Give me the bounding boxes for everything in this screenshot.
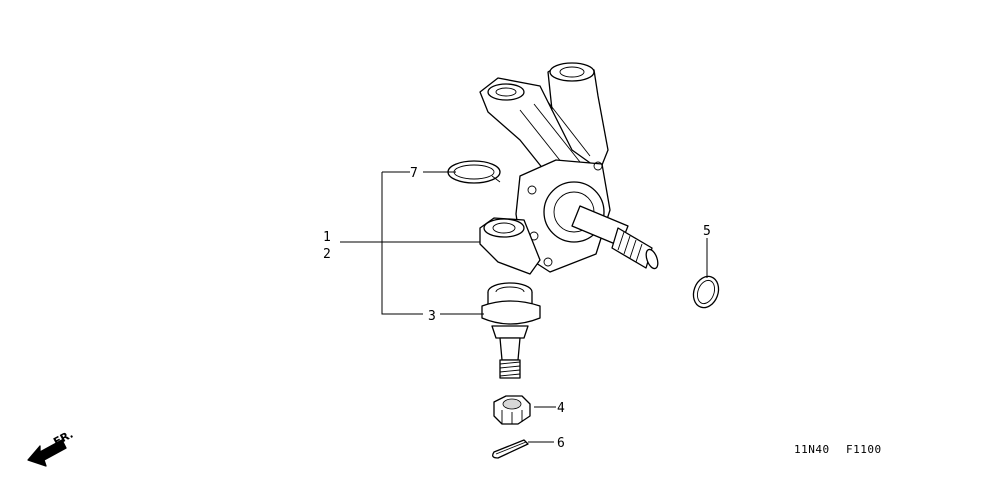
steering-knuckle[interactable] [479, 62, 660, 275]
callout-4: 4 [557, 401, 565, 416]
ball-joint[interactable] [481, 282, 541, 379]
callout-3: 3 [428, 309, 436, 324]
callout-6: 6 [557, 436, 565, 451]
cotter-pin[interactable] [492, 439, 529, 459]
snap-ring-side[interactable] [689, 273, 722, 311]
snap-ring-upper[interactable] [447, 160, 501, 184]
front-direction-arrow: FR. [27, 428, 75, 467]
callout-1: 1 [323, 230, 331, 245]
callout-7: 7 [410, 166, 418, 181]
diagram-code-right: F1100 [846, 443, 882, 456]
castle-nut[interactable] [493, 395, 531, 425]
diagram-code-left: 11N40 [794, 443, 830, 456]
leader-lines [340, 171, 708, 443]
callout-5: 5 [703, 224, 711, 239]
callout-2: 2 [323, 247, 331, 262]
